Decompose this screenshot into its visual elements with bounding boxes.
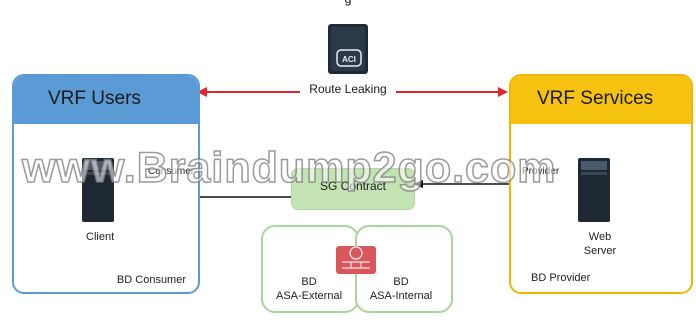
aci-icon-text: ACI [342,55,356,64]
web-server-label-line2: Server [583,245,617,257]
aci-icon: ACI [328,24,368,74]
consumer-label: Consumer [148,166,195,177]
sg-contract-label: SG Contract [319,179,387,193]
client-label: Client [86,231,115,243]
web-server-icon [578,158,610,222]
web-server-label-line1: Web [588,231,612,243]
route-leaking-arrow [197,87,508,97]
bd-provider-label: BD Provider [531,272,591,284]
firewall-icon [336,246,376,274]
sg-contract-box: SG Contract [291,168,415,210]
route-leaking-label: Route Leaking [300,82,396,96]
watermark-text: www.Braindump2go.com [21,143,557,193]
bd-asa-external-line1: BD [301,276,317,288]
client-server-icon [82,158,114,222]
bd-asa-external-line2: ASA-External [275,290,343,302]
top-caption-fragment: g [0,0,696,6]
vrf-services-title: VRF Services [511,76,691,124]
bd-asa-external-label: BD ASA-External [267,275,351,303]
web-server-label: Web Server [580,230,620,258]
bd-consumer-label: BD Consumer [116,274,186,286]
bd-asa-internal-line2: ASA-Internal [369,290,433,302]
vrf-users-title: VRF Users [14,76,198,124]
provider-label: Provider [522,166,560,177]
vrf-services-box: VRF Services BD Provider [509,74,693,294]
bd-asa-internal-label: BD ASA-Internal [357,275,445,303]
bd-asa-internal-line1: BD [393,276,409,288]
